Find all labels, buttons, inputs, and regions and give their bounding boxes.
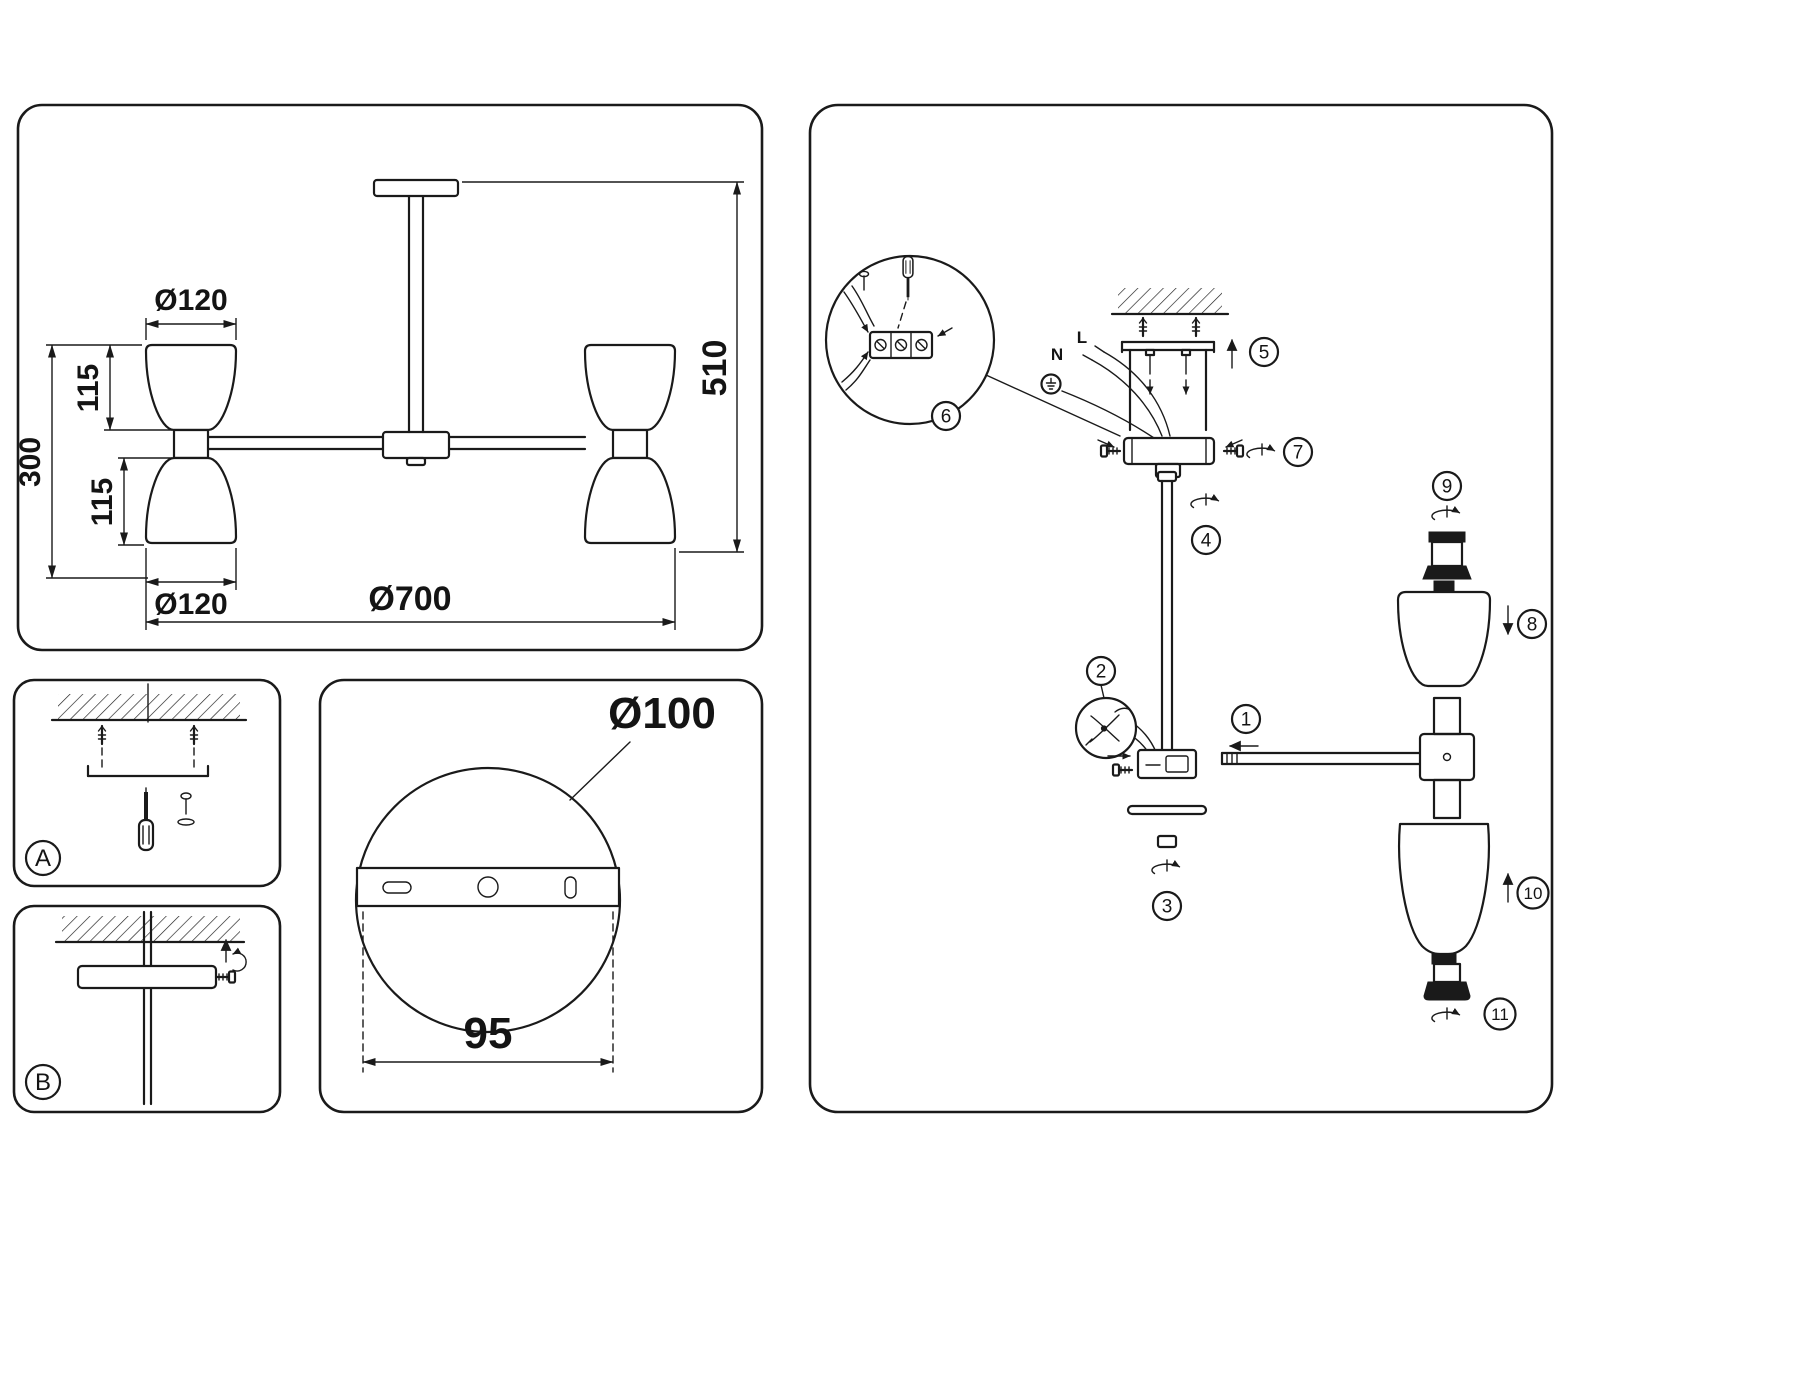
hub-nub [405, 456, 427, 467]
panel-canopy-dimensions: Ø100 95 [318, 678, 764, 1114]
svg-text:5: 5 [1259, 343, 1270, 364]
horizontal-arm [1220, 751, 1422, 766]
ceiling-hatch [1118, 288, 1222, 314]
rotate-arrow-icon [232, 947, 247, 972]
step-badge-9: 9 [1431, 470, 1463, 502]
strap-screw-icon [1180, 348, 1192, 395]
step-badge-5: 5 [1248, 336, 1280, 368]
dim-overall-height: 510 [462, 181, 744, 553]
dim-label: Ø700 [368, 580, 451, 618]
step-badge-10: 10 [1516, 876, 1550, 910]
lamp-socket-lower [1423, 962, 1471, 1001]
svg-text:7: 7 [1293, 443, 1304, 464]
mounting-strap [1120, 340, 1216, 432]
ceiling-hatch [58, 694, 240, 720]
wire-bundle [841, 285, 875, 391]
step-label-a-badge: A [24, 839, 62, 877]
supply-wires [1061, 345, 1171, 439]
fixture-front-view [144, 178, 677, 545]
panel-fixture-dimensions: Ø120 115 300 115 Ø120 Ø7 [14, 103, 764, 652]
dim-label: Ø100 [608, 689, 716, 738]
step-label: A [35, 845, 51, 872]
step-badge-7: 7 [1282, 436, 1314, 468]
ceiling-plate [372, 178, 460, 198]
dim-top-shade-diameter: Ø120 [145, 284, 237, 340]
rod-hub [1136, 748, 1198, 780]
dim-upper-shade-height: 115 [46, 344, 172, 431]
pliers-icon [1085, 707, 1131, 746]
dim-canopy-diameter: Ø100 [569, 689, 716, 801]
svg-text:11: 11 [1491, 1005, 1509, 1024]
hanging-rod [1156, 470, 1178, 752]
step-label-b-badge: B [24, 1063, 62, 1101]
panel-assembly-steps: L N [808, 103, 1554, 1114]
step-badge-8: 8 [1516, 608, 1548, 640]
svg-text:1: 1 [1241, 710, 1252, 731]
wire-label-live: L [1077, 328, 1087, 347]
svg-text:3: 3 [1162, 897, 1173, 918]
washer-icon [177, 818, 195, 826]
step-badge-4: 4 [1190, 524, 1222, 556]
step-badge-1: 1 [1230, 703, 1262, 735]
leader-line [569, 741, 631, 801]
direction-arrow-icon [937, 327, 953, 337]
svg-text:4: 4 [1201, 531, 1212, 552]
detail-leader-line [985, 374, 1121, 437]
direction-arrow-icon [1225, 439, 1243, 448]
center-hub [381, 430, 451, 460]
shade-upper [1396, 580, 1492, 688]
shade-lower [1398, 822, 1490, 965]
dim-label: Ø120 [154, 284, 227, 317]
dim-label: 115 [72, 364, 105, 412]
svg-text:10: 10 [1524, 884, 1543, 903]
dim-hole-spacing: 95 [362, 911, 614, 1073]
bracket-center-hole [477, 876, 499, 898]
dim-label: Ø120 [154, 588, 227, 621]
wiring-detail-circle [824, 254, 996, 426]
badge-leader-line [1100, 684, 1105, 699]
hub-nut [1156, 834, 1178, 849]
dim-label: 300 [14, 437, 47, 487]
svg-text:8: 8 [1527, 615, 1538, 636]
mounting-bracket [86, 764, 210, 778]
direction-arrow-icon [1097, 439, 1115, 448]
dim-label: 115 [86, 478, 119, 526]
hub-disc [1126, 804, 1208, 816]
step-label: B [35, 1069, 51, 1096]
bracket-slot-right [564, 876, 577, 899]
arm-hub [1418, 732, 1476, 782]
ground-symbol-icon [1040, 373, 1062, 395]
terminal-block [868, 330, 934, 360]
panel-border [808, 103, 1554, 1114]
step-badge-11: 11 [1483, 997, 1517, 1031]
step-badge-6: 6 [930, 400, 962, 432]
svg-text:6: 6 [941, 407, 952, 428]
screw-icon [180, 792, 192, 815]
panel-border [12, 904, 282, 1114]
wire-label-neutral: N [1051, 345, 1063, 364]
svg-text:2: 2 [1096, 662, 1107, 683]
mounting-bracket-plate [355, 866, 621, 908]
svg-text:9: 9 [1442, 477, 1453, 498]
panel-border [12, 678, 282, 888]
canopy-bar [76, 964, 218, 990]
dim-lower-shade-height: 115 [86, 457, 172, 546]
step-badge-2: 2 [1085, 655, 1117, 687]
lamp-socket-upper [1422, 531, 1472, 580]
threaded-nipple-top [1432, 696, 1462, 736]
dim-label: 95 [464, 1009, 513, 1058]
panel-mounting-step-b: B [12, 904, 282, 1114]
step-badge-3: 3 [1151, 890, 1183, 922]
bracket-slot-left [382, 881, 412, 894]
dim-shade-stack-height: 300 [14, 344, 148, 579]
wire-detail-circle [1074, 696, 1138, 760]
canopy [1122, 436, 1216, 479]
screw-icon [858, 270, 870, 291]
dim-bottom-shade-diameter: Ø120 [145, 548, 237, 630]
threaded-nipple-bottom [1432, 778, 1462, 820]
dim-overall-diameter: Ø700 [145, 548, 676, 630]
panel-mounting-step-a: A [12, 678, 282, 888]
dim-label: 510 [696, 340, 734, 397]
